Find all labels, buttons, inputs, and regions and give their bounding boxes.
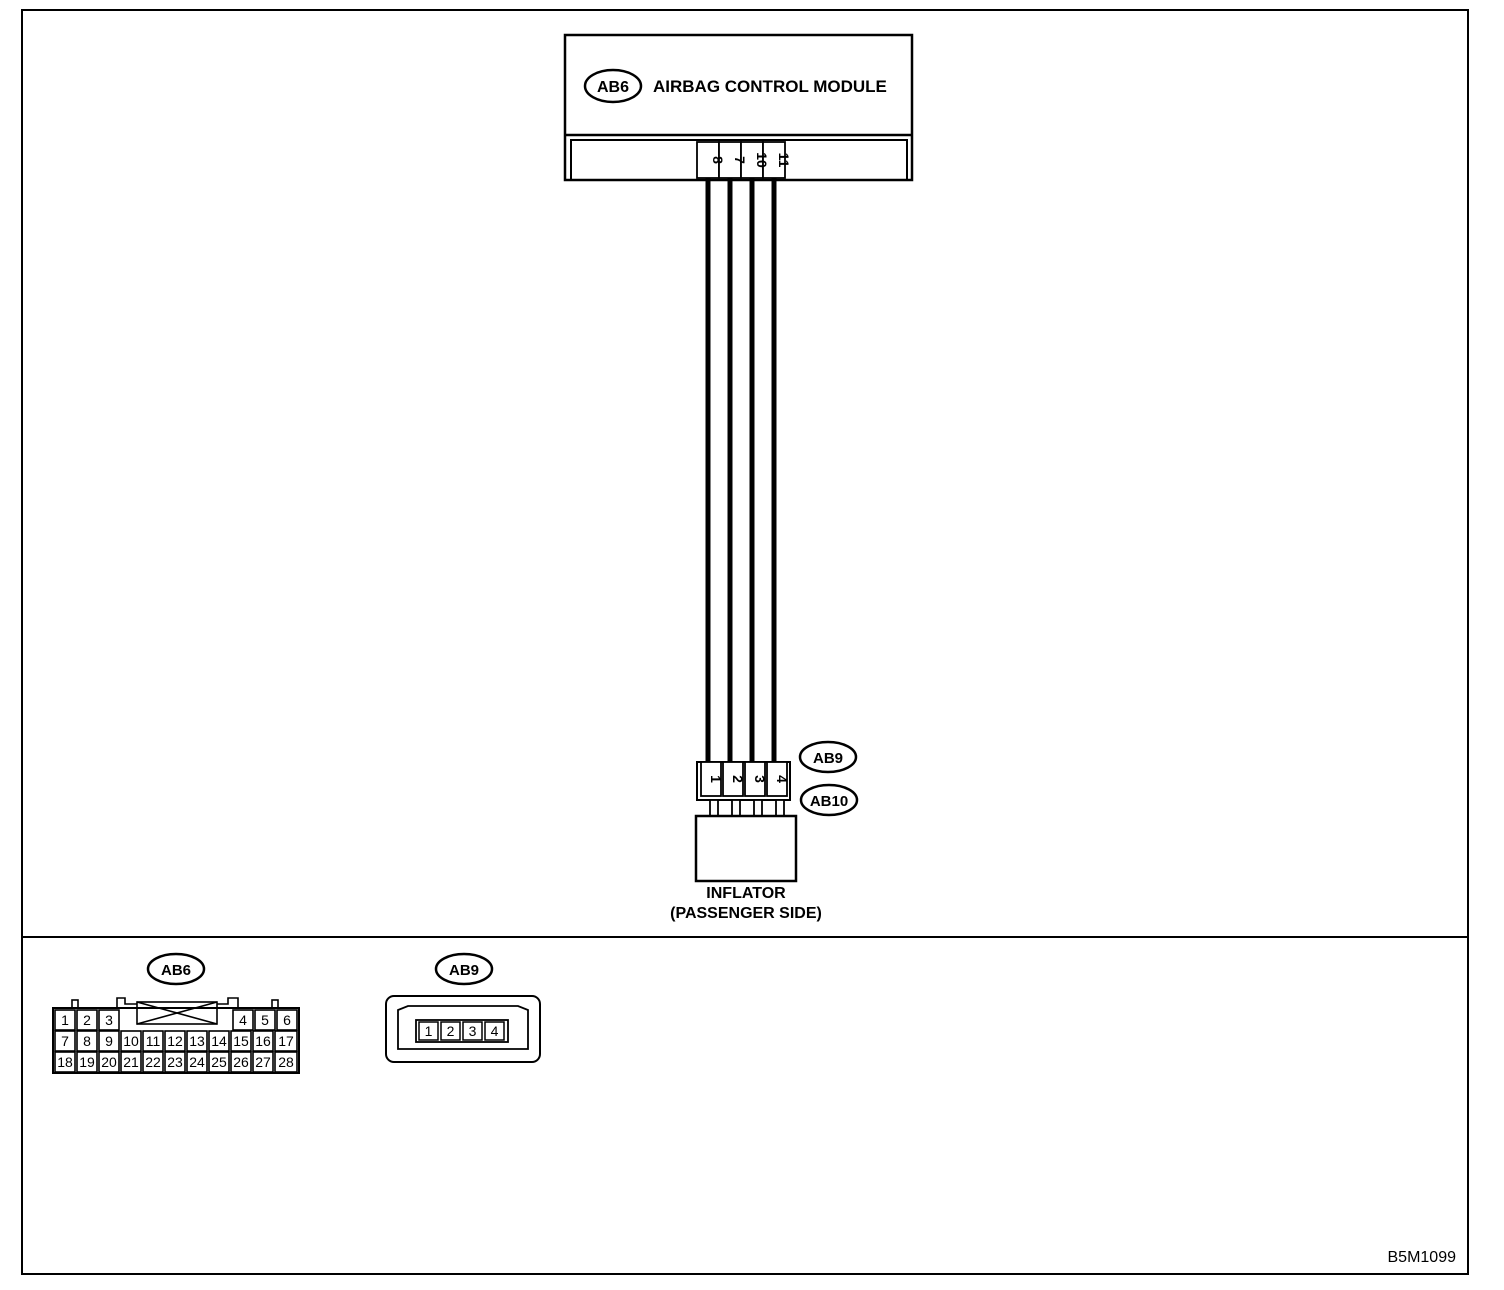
ab6-pin: 11 [146,1033,161,1049]
airbag-control-module: AB6 AIRBAG CONTROL MODULE 8 7 10 11 [563,33,914,182]
ab6-pin: 13 [189,1033,205,1049]
inflator-pin-label: 1 [708,775,724,783]
inflator-label-line1: INFLATOR [706,885,786,902]
module-pin-label: 8 [710,156,726,164]
ab6-pin: 26 [233,1054,249,1070]
connector-tag-ab10 [799,783,859,817]
inflator-pin-label: 4 [774,775,790,783]
ab6-pin: 9 [105,1033,113,1049]
legend-ab6-row3 [54,1051,298,1073]
ab6-pin: 21 [123,1054,139,1070]
ab6-pin: 4 [239,1012,247,1028]
ab6-pin: 6 [283,1012,291,1028]
legend-ab6-tag: AB6 [161,962,191,979]
ab6-pin: 27 [255,1054,271,1070]
ab6-pin: 24 [189,1054,205,1070]
ab6-pin: 19 [79,1054,95,1070]
ab9-pin: 3 [469,1023,477,1039]
connector-tag-ab9 [798,740,858,774]
ab6-pin: 1 [61,1012,69,1028]
legend-ab9-tag: AB9 [449,962,479,979]
ab6-pin: 22 [145,1054,161,1070]
inflator-pin-label: 2 [730,775,746,783]
harness-wires [705,178,777,762]
module-pin-block: 8 7 10 11 [696,141,792,179]
inflator-label-line2: (PASSENGER SIDE) [670,905,822,922]
connector-tag-ab9-text: AB9 [813,750,843,767]
ab6-pin: 7 [61,1033,69,1049]
figure-code: B5M1099 [1388,1249,1457,1266]
module-pin-label: 10 [754,152,770,168]
module-connector-tag-text: AB6 [597,79,629,96]
ab6-pin: 18 [57,1054,73,1070]
module-pin-label: 11 [776,153,792,168]
ab6-pin: 8 [83,1033,91,1049]
ab6-pin: 28 [278,1054,294,1070]
inflator: INFLATOR (PASSENGER SIDE) [670,814,822,922]
ab6-pin: 12 [167,1033,183,1049]
ab9-pin: 4 [491,1023,499,1039]
ab6-pin: 14 [211,1033,227,1049]
connector-tag-ab10-text: AB10 [810,793,848,810]
ab6-pin: 23 [167,1054,183,1070]
module-name: AIRBAG CONTROL MODULE [653,77,887,96]
ab6-pin: 15 [233,1033,249,1049]
ab6-pin: 5 [261,1012,269,1028]
legend-ab6-connector: AB6 [52,952,300,1074]
module-pin-label: 7 [732,156,748,164]
module-connector-tag [583,68,643,104]
ab6-pin: 17 [278,1033,294,1049]
ab6-pin: 2 [83,1012,91,1028]
legend-ab6-row2 [54,1030,298,1052]
ab9-pin: 2 [447,1023,455,1039]
diagram-frame [21,9,1469,1275]
ab9-pin: 1 [425,1023,433,1039]
inflator-pin-label: 3 [752,775,768,783]
ab6-pin: 10 [123,1033,139,1049]
ab6-pin: 25 [211,1054,227,1070]
inflator-connector: 1 2 3 4 AB9 AB10 [696,740,859,817]
ab6-pin: 20 [101,1054,117,1070]
ab6-pin: 16 [255,1033,271,1049]
legend-ab9-connector: AB9 1 2 3 4 [385,952,541,1063]
ab6-pin: 3 [105,1012,113,1028]
